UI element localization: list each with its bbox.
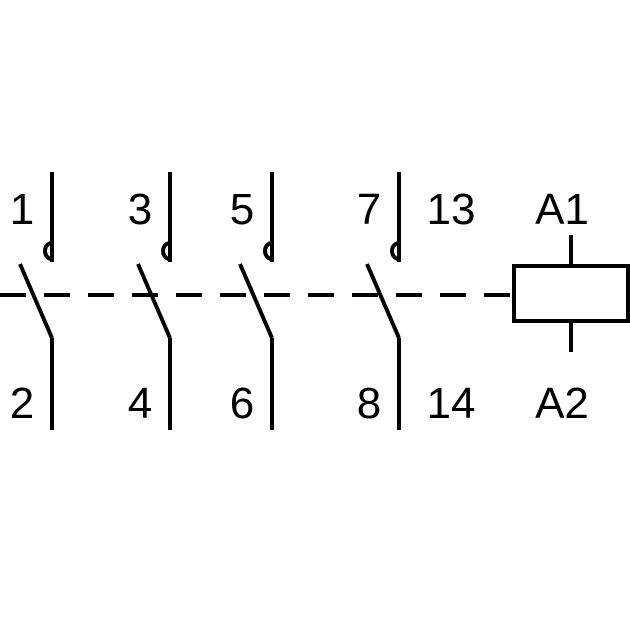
contact-5-6: 5 6 — [230, 172, 274, 430]
coil-label-bottom: A2 — [535, 379, 589, 428]
coil-box — [512, 264, 630, 323]
terminal-label-top: 1 — [10, 185, 34, 234]
contact-hook — [43, 241, 53, 261]
contact-blade — [365, 263, 401, 339]
terminal-label-bottom: 6 — [230, 379, 254, 428]
terminal-label-bottom: 2 — [10, 379, 34, 428]
aux-label-top: 13 — [427, 185, 476, 234]
coil: A1 A2 — [512, 185, 630, 428]
terminal-label-bottom: 8 — [357, 379, 381, 428]
contact-blade — [18, 263, 54, 339]
coil-label-top: A1 — [535, 185, 589, 234]
contact-7-8: 7 8 — [357, 172, 401, 430]
contact-blade — [238, 263, 274, 339]
contact-hook — [263, 241, 273, 261]
contact-3-4: 3 4 — [128, 172, 172, 430]
contact-hook — [390, 241, 400, 261]
terminal-label-bottom: 4 — [128, 379, 152, 428]
terminal-label-top: 5 — [230, 185, 254, 234]
aux-label-bottom: 14 — [427, 379, 476, 428]
contact-hook — [161, 241, 171, 261]
contact-blade — [136, 263, 172, 339]
terminal-label-top: 7 — [357, 185, 381, 234]
contact-1-2: 1 2 — [10, 172, 54, 430]
terminal-label-top: 3 — [128, 185, 152, 234]
